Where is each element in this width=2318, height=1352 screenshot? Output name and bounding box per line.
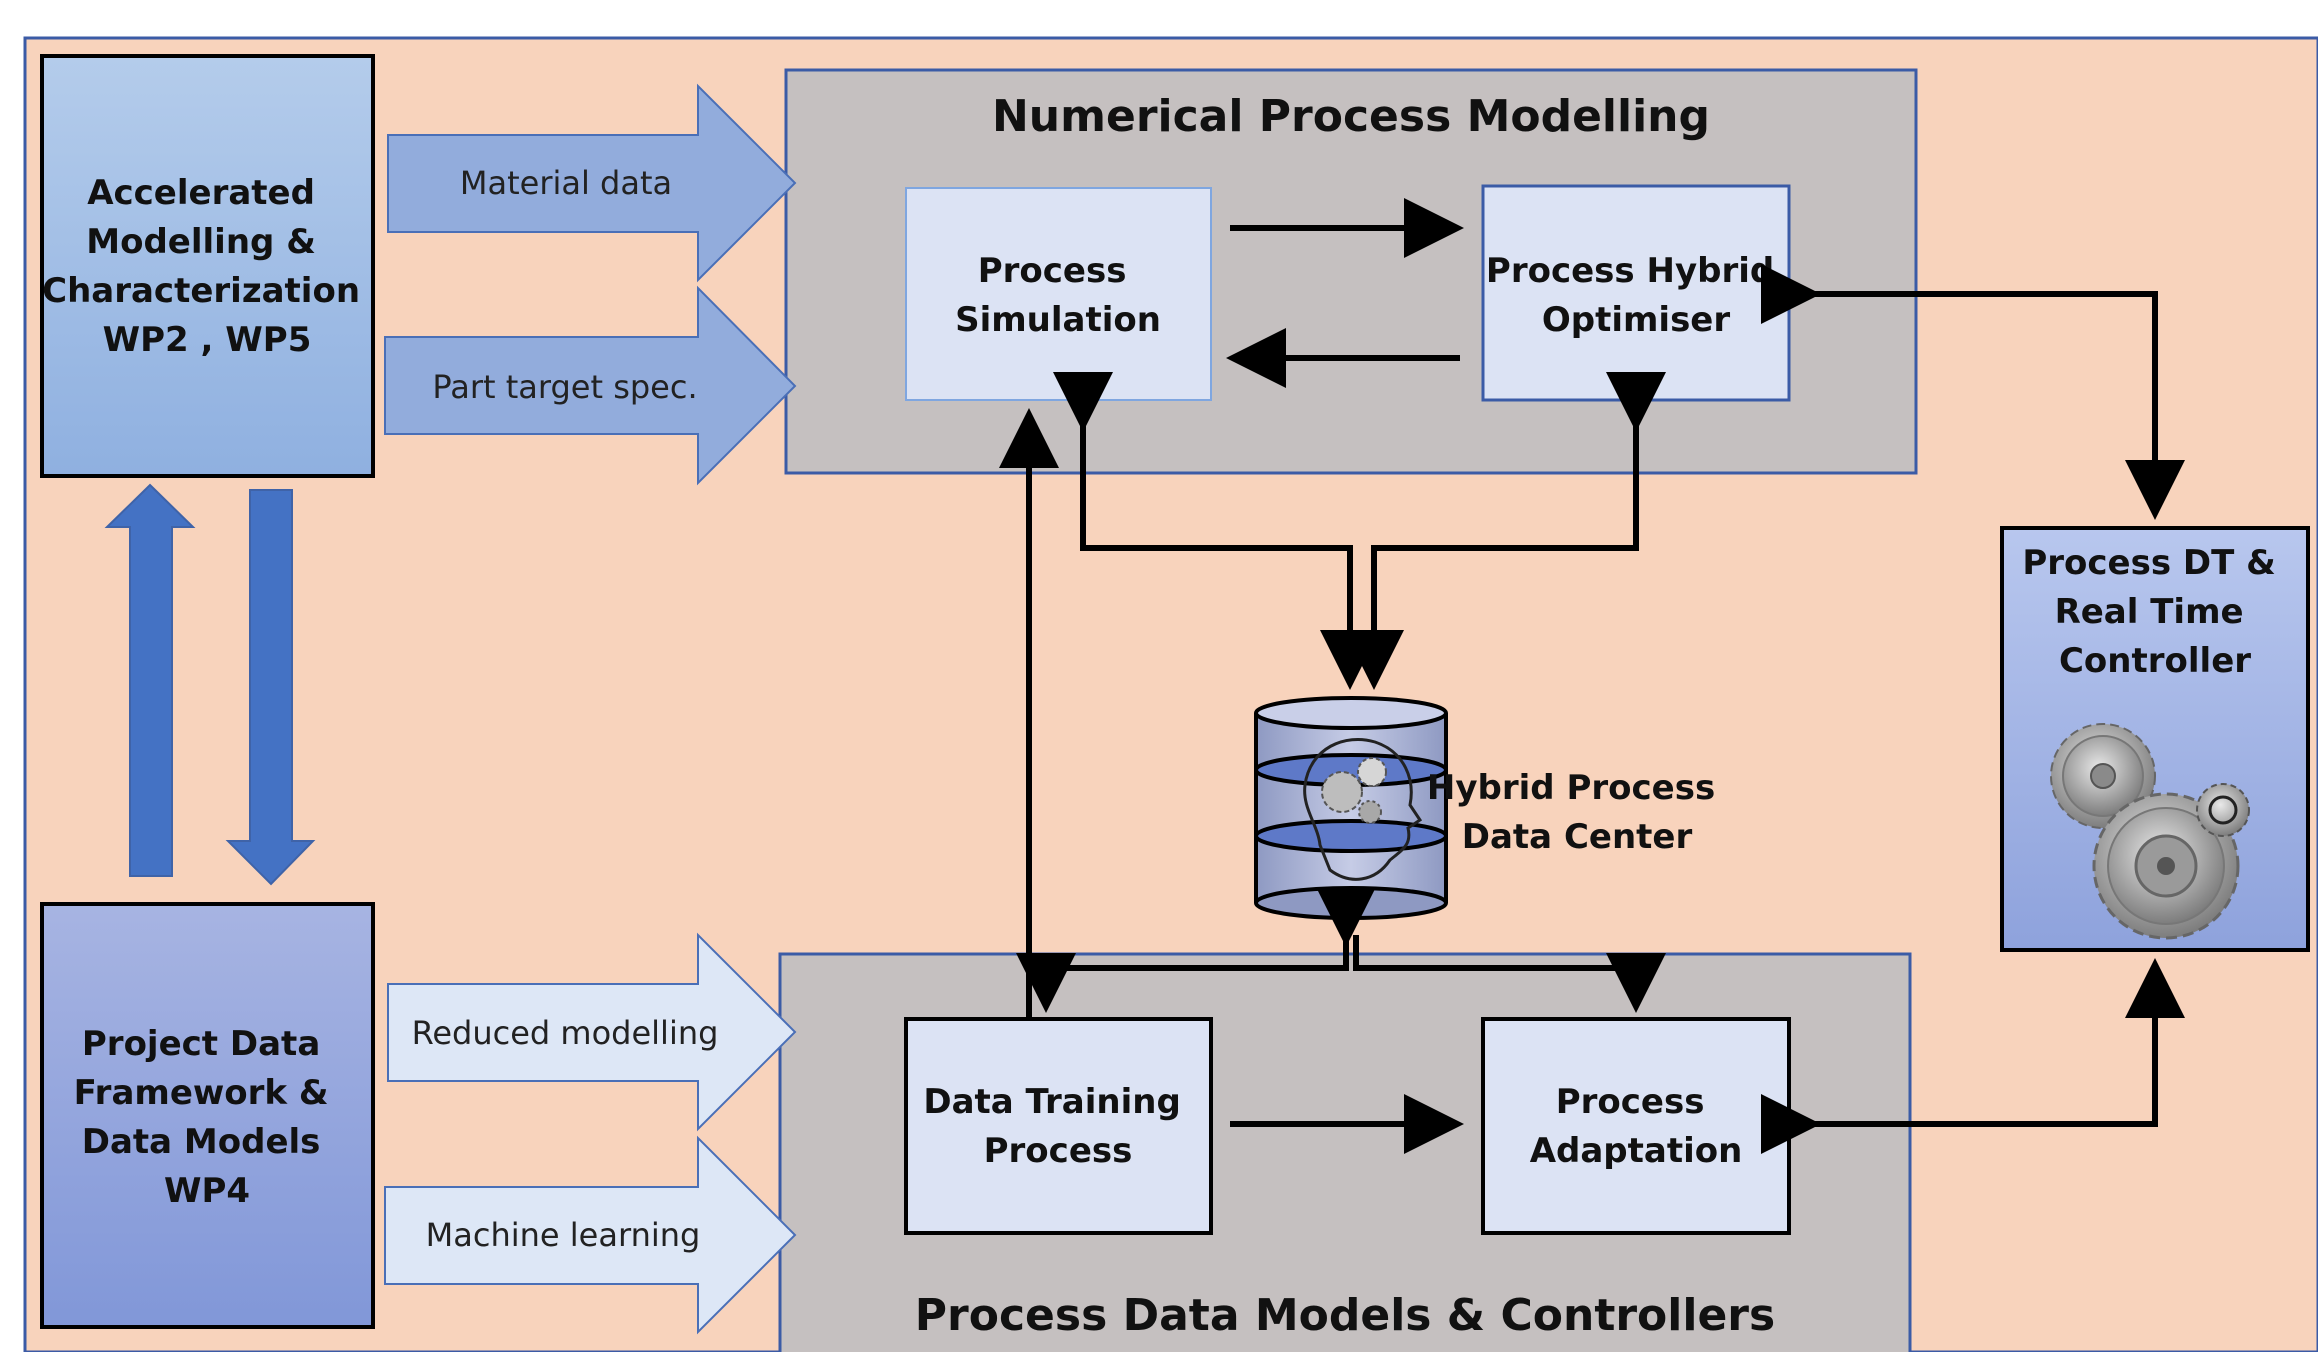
process-hybrid-optimiser-label: Process Hybrid Optimiser	[1486, 251, 1786, 340]
optimiser-datacenter-link	[1344, 372, 1666, 690]
data-center-label: Hybrid Process Data Center	[1427, 768, 1727, 857]
accelerated-modelling-box	[40, 54, 375, 478]
process-adaptation-box	[1481, 1017, 1791, 1235]
data-training-process-label: Data Training Process	[923, 1082, 1192, 1171]
numerical-modelling-title: Numerical Process Modelling	[992, 91, 1710, 142]
process-hybrid-optimiser-box	[1481, 184, 1791, 402]
process-simulation-box	[905, 187, 1212, 401]
part-target-spec-arrow	[384, 285, 797, 486]
adaptation-controller-link	[1761, 958, 2185, 1154]
project-data-framework-box	[40, 902, 375, 1329]
gears-icon	[2050, 723, 2250, 940]
project-data-framework-label: Project Data Framework & Data Models WP4	[74, 1024, 341, 1211]
database-brain-icon	[1254, 696, 1448, 920]
process-dt-controller-label: Process DT & Real Time Controller	[2022, 543, 2287, 681]
data-models-title: Process Data Models & Controllers	[915, 1290, 1775, 1341]
up-block-arrow	[104, 483, 196, 877]
part-target-spec-label: Part target spec.	[432, 368, 697, 406]
down-block-arrow	[225, 489, 316, 886]
accelerated-modelling-label: Accelerated Modelling & Characterization…	[42, 173, 372, 360]
material-data-label: Material data	[460, 164, 672, 202]
machine-learning-label: Machine learning	[426, 1216, 701, 1254]
process-simulation-label: Process Simulation	[955, 251, 1161, 340]
machine-learning-arrow	[384, 1135, 797, 1335]
reduced-modelling-arrow	[387, 932, 797, 1132]
optimiser-controller-link	[1761, 264, 2185, 520]
datacenter-training-link	[1016, 887, 1376, 1013]
datacenter-adaptation-link	[1353, 935, 1666, 1013]
reduced-modelling-label: Reduced modelling	[412, 1014, 719, 1052]
data-training-process-box	[904, 1017, 1213, 1235]
process-adaptation-label: Process Adaptation	[1530, 1082, 1743, 1171]
material-data-arrow	[387, 83, 797, 283]
connector-lines	[999, 198, 2185, 1154]
